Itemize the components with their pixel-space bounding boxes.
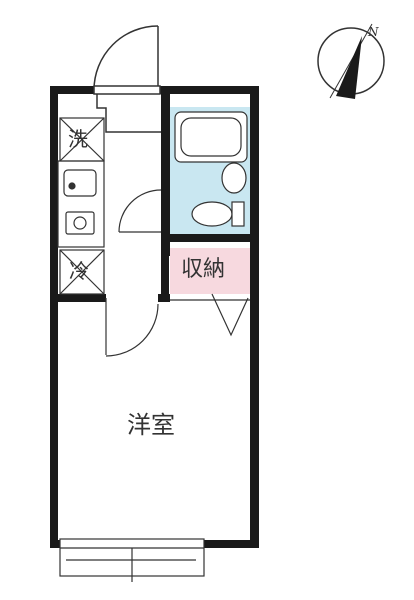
washer-label: 洗 xyxy=(68,127,88,151)
stove xyxy=(65,211,95,235)
wall-top-right xyxy=(160,86,259,94)
wall-room-top-right xyxy=(158,294,170,302)
compass: N xyxy=(317,23,385,99)
toilet-bowl xyxy=(191,201,233,227)
wall-bath-bottom xyxy=(161,234,259,242)
storage-door xyxy=(170,293,250,337)
entrance-door xyxy=(93,25,161,133)
wall-left xyxy=(50,86,58,548)
fridge-space xyxy=(59,249,105,295)
kitchen xyxy=(57,117,105,295)
sink xyxy=(63,169,97,197)
wall-right xyxy=(250,86,259,548)
wall-room-top xyxy=(58,294,106,302)
wall-top-left xyxy=(50,86,94,94)
wall-storage-left xyxy=(161,242,169,300)
western-room-label: 洋室 xyxy=(127,411,175,439)
room-door xyxy=(105,298,159,357)
kitchen-counter xyxy=(57,160,105,248)
bath-fixtures xyxy=(174,111,248,227)
compass-needle xyxy=(336,36,362,99)
storage-label: 収納 xyxy=(181,257,226,282)
bathroom-sink xyxy=(221,162,247,194)
toilet-tank xyxy=(231,201,245,227)
compass-axis xyxy=(329,23,373,99)
fridge-label: 冷 xyxy=(69,259,89,283)
bathroom-door xyxy=(118,189,162,233)
compass-north-label: N xyxy=(367,25,379,39)
window xyxy=(59,538,205,582)
wall-bath-left xyxy=(161,86,170,256)
storage-room xyxy=(170,248,250,294)
